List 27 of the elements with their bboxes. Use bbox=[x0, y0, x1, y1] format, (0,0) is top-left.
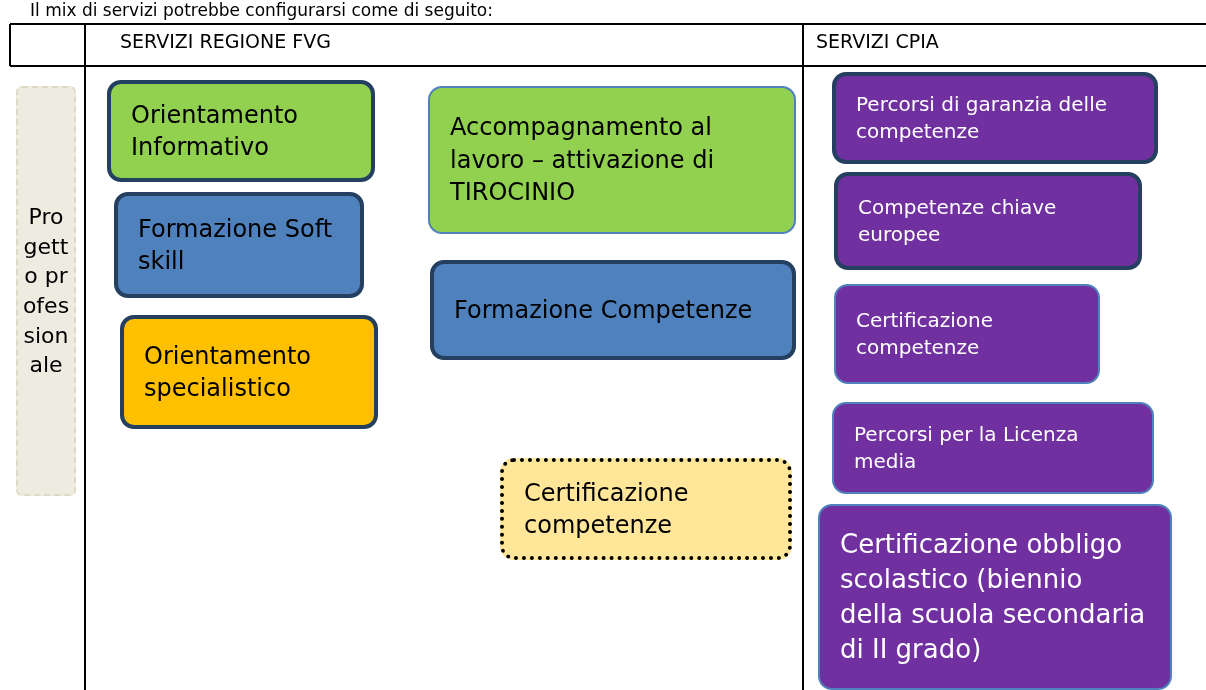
service-box bbox=[832, 402, 1154, 494]
column-header: SERVIZI CPIA bbox=[816, 30, 939, 52]
service-box bbox=[430, 260, 796, 360]
service-box bbox=[834, 172, 1142, 270]
box-label: Orientamento Informativo bbox=[131, 99, 299, 163]
box-label: Accompagnamento al lavoro – attivazione di TIROCINIO bbox=[450, 112, 716, 209]
box-label: Formazione Competenze bbox=[454, 294, 753, 326]
service-box bbox=[107, 80, 375, 182]
service-box bbox=[428, 86, 796, 234]
box-label: Percorsi di garanzia delle competenze bbox=[856, 91, 1109, 145]
service-box bbox=[834, 284, 1100, 384]
service-box bbox=[500, 458, 792, 560]
box-label: Progetto professionale bbox=[22, 202, 70, 380]
column-header: SERVIZI REGIONE FVG bbox=[120, 30, 331, 52]
vertical-label-box bbox=[16, 86, 76, 496]
box-label: Certificazione competenze bbox=[524, 477, 690, 541]
box-label: Competenze chiave europee bbox=[858, 194, 1058, 248]
box-label: Certificazione competenze bbox=[856, 307, 994, 361]
box-label: Formazione Soft skill bbox=[138, 213, 334, 277]
service-box bbox=[832, 72, 1158, 164]
box-label: Certificazione obbligo scolastico (biennio della scuola secondaria di II grado) bbox=[840, 527, 1147, 667]
service-box bbox=[114, 192, 364, 298]
box-label: Percorsi per la Licenza media bbox=[854, 421, 1080, 475]
box-label: Orientamento specialistico bbox=[144, 340, 312, 404]
service-box bbox=[120, 315, 378, 429]
intro-text: Il mix di servizi potrebbe configurarsi come di seguito: bbox=[30, 0, 493, 20]
service-box bbox=[818, 504, 1172, 690]
